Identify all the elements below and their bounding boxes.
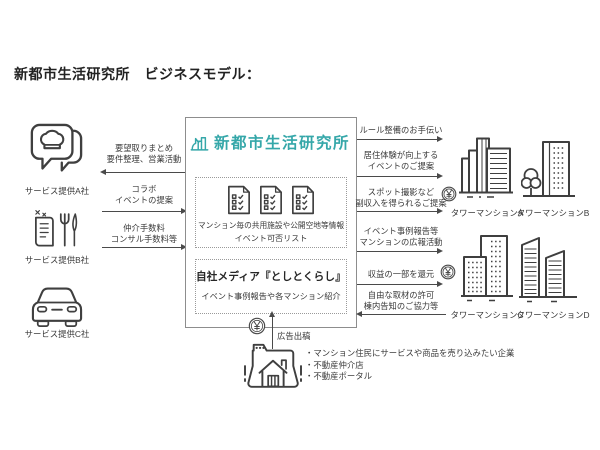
checklist-document-icon (292, 185, 314, 215)
logo-text: 新都市生活研究所 (213, 135, 350, 152)
page-title: 新都市生活研究所 ビジネスモデル： (14, 66, 261, 82)
checklist-document-icon (260, 185, 282, 215)
right-flow-4-label: イベント事例報告等マンションの広報活動 (359, 226, 443, 247)
tower-mansion-a-label: タワーマンションA (450, 208, 524, 218)
facility-caption-1: マンション毎の共用施設や公開空地等情報 (197, 221, 345, 230)
arrowhead-right-flow-6 (356, 311, 362, 317)
provider-b-label: サービス提供B社 (24, 255, 90, 265)
chef-hat-speech-bubble-icon (28, 120, 84, 184)
tower-mansion-d-icon (517, 231, 579, 305)
yen-coin-circle-icon (440, 264, 456, 280)
car-icon (26, 276, 88, 328)
checklist-documents (227, 185, 315, 215)
arrow-left-flow-2 (102, 211, 182, 212)
bullet-item: ・不動産仲介店 (305, 359, 364, 370)
arrow-left-flow-3 (102, 247, 182, 248)
arrowhead-left-flow-3 (181, 244, 187, 250)
facility-caption-2: イベント可否リスト (234, 234, 308, 243)
right-flow-5-label: 収益の一部を還元 (367, 269, 435, 279)
right-flow-3-label: スポット撮影など副収入を得られるご提案 (355, 187, 447, 208)
arrow-right-flow-5 (357, 284, 438, 285)
arrowhead-right-flow-2 (437, 173, 443, 179)
checklist-document-icon (228, 185, 250, 215)
arrowhead-ad-to-center (269, 311, 275, 317)
tower-mansion-b-label: タワーマンションB (516, 208, 590, 218)
ad-placement-label: 広告出稿 (277, 331, 311, 341)
arrowhead-right-flow-1 (437, 136, 443, 142)
arrow-ad-to-center (272, 316, 273, 349)
media-caption: イベント事例報告や各マンション紹介 (201, 292, 341, 301)
menu-book-cutlery-icon (28, 206, 84, 252)
tower-mansion-a-icon (457, 130, 515, 203)
arrowhead-right-flow-5 (437, 281, 443, 287)
arrow-right-flow-3 (357, 211, 438, 212)
advertiser-bullet-list: ・マンション住民にサービスや商品を売り込みたい企業 ・不動産仲介店 ・不動産ポー… (305, 348, 514, 383)
tower-mansion-c-label: タワーマンションC (450, 310, 524, 320)
left-flow-3-label: 仲介手数料コンサル手数料等 (110, 223, 178, 244)
bullet-item: ・不動産ポータル (305, 371, 372, 381)
logo: 新都市生活研究所 (188, 130, 352, 154)
arrow-left-flow-1 (105, 172, 186, 173)
arrow-right-flow-2 (357, 176, 438, 177)
arrow-right-flow-4 (357, 251, 438, 252)
yen-coin-circle-icon (248, 317, 266, 335)
arrow-right-flow-6 (362, 314, 446, 315)
media-title: 自社メディア『としとくらし』 (195, 271, 347, 283)
arrowhead-right-flow-3 (437, 208, 443, 214)
left-flow-1-label: 要望取りまとめ要件整理、営業活動 (106, 143, 182, 164)
tower-mansion-b-icon (521, 139, 577, 203)
yen-coin-circle-icon (441, 186, 457, 202)
left-flow-2-label: コラボイベントの提案 (114, 184, 174, 205)
city-skyline-icon (190, 133, 209, 152)
facility-info-box: マンション毎の共用施設や公開空地等情報 イベント可否リスト (195, 177, 347, 248)
bullet-item: ・マンション住民にサービスや商品を売り込みたい企業 (305, 348, 515, 358)
arrowhead-left-flow-2 (181, 208, 187, 214)
right-flow-1-label: ルール整備のお手伝い (359, 125, 443, 135)
tower-mansion-c-icon (459, 233, 515, 305)
house-real-estate-icon (242, 339, 304, 395)
arrowhead-right-flow-4 (437, 248, 443, 254)
right-flow-6-label: 自由な取材の許可棟内告知のご協力等 (363, 290, 439, 311)
provider-a-label: サービス提供A社 (24, 186, 90, 196)
tower-mansion-d-label: タワーマンションD (516, 310, 590, 320)
arrow-right-flow-1 (357, 139, 438, 140)
provider-c-label: サービス提供C社 (24, 329, 90, 339)
right-flow-2-label: 居住体験が向上するイベントのご提案 (363, 150, 439, 171)
own-media-box: 自社メディア『としとくらし』 イベント事例報告や各マンション紹介 (195, 259, 347, 314)
arrowhead-left-flow-1 (100, 169, 106, 175)
